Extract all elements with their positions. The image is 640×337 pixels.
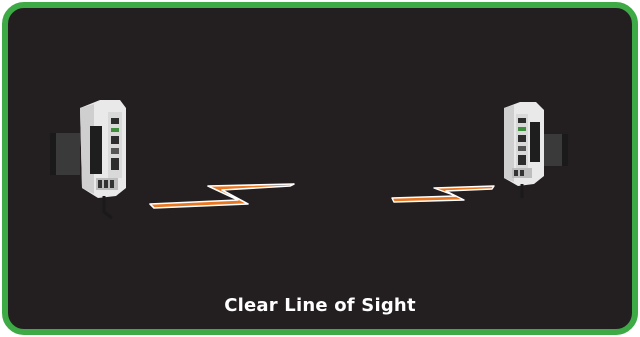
right-radio-module-icon [504, 102, 568, 198]
left-radio-module-icon [50, 100, 126, 218]
left-signal-lightning-icon [150, 184, 294, 208]
caption-text: Clear Line of Sight [8, 295, 632, 316]
line-of-sight-scene [8, 8, 632, 329]
right-signal-lightning-icon [392, 186, 494, 202]
